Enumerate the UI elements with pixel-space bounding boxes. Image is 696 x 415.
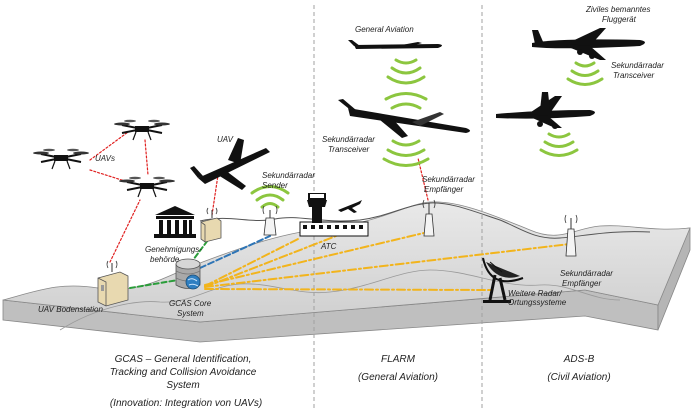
uav-plane-icon [190,138,270,190]
label-sek-sender-2: Sender [262,181,288,190]
label-sek-sender-1: Sekundärradar [262,171,315,180]
label-gcas-core-2: System [177,309,204,318]
gcas-links [89,131,571,291]
label-gcas-core-1: GCAS Core [169,299,212,308]
label-sek-empf-right-1: Sekundärradar [560,269,613,278]
tower-empfaenger-right [564,214,578,257]
genehmigungsbehoerde-icon [154,206,196,238]
gcas-core-database-icon [175,258,201,290]
label-uavs: UAVs [95,154,115,163]
tower-empfaenger-mid [422,199,436,237]
atc-building-icon [299,193,369,237]
general-aviation-plane-2-icon [338,99,470,138]
label-sek-empf-mid-2: Empfänger [424,185,463,194]
label-weitere-1: Weitere Radar/ [508,289,562,298]
adsb-title: ADS-B [563,354,595,365]
gcas-title-line-2: Tracking and Collision Avoidance [110,367,257,378]
label-ziviles-2: Fluggerät [602,15,637,24]
label-uav-bodenstation: UAV Bodenstation [38,305,103,314]
adsb-subtitle: (Civil Aviation) [547,372,610,383]
label-ziviles-1: Ziviles bemanntes [585,5,650,14]
flarm-subtitle: (General Aviation) [358,372,438,383]
label-sek-trans-right-2: Transceiver [613,71,655,80]
flarm-title: FLARM [381,354,416,365]
label-atc: ATC [320,242,337,251]
radar-dish-icon [482,257,524,303]
label-uav: UAV [217,135,234,144]
label-general-aviation: General Aviation [355,25,414,34]
label-genehmigung-1: Genehmigungs- [145,245,202,254]
gcas-innovation: (Innovation: Integration von UAVs) [110,398,262,409]
label-sek-empf-mid-1: Sekundärradar [422,175,475,184]
label-genehmigung-2: behörde [150,255,180,264]
label-sek-empf-right-2: Empfänger [562,279,601,288]
general-aviation-plane-icon [348,40,442,49]
civil-plane-2-icon [496,92,595,129]
label-sek-trans-right-1: Sekundärradar [611,61,664,70]
uav-bodenstation-icon [97,260,129,307]
drone-1-icon [114,119,170,141]
gcas-title-line-1: GCAS – General Identification, [115,354,252,365]
label-sek-trans-mid-2: Transceiver [328,145,370,154]
signal-waves [250,58,604,209]
label-weitere-2: Ortungssysteme [508,298,567,307]
drone-3-icon [119,176,175,198]
tower-sender [262,205,278,236]
gcas-title-line-3: System [166,380,199,391]
civil-plane-1-icon [532,28,645,60]
label-sek-trans-mid-1: Sekundärradar [322,135,375,144]
drone-2-icon [33,148,89,170]
ground-device-icon [200,207,222,243]
